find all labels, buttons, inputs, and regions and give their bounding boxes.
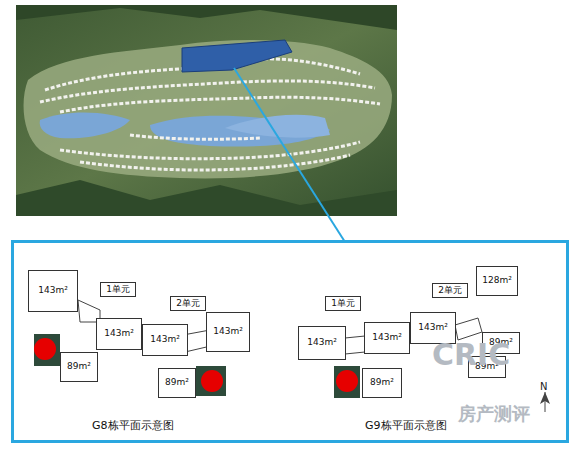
area-label: 143m²: [372, 333, 402, 343]
stairwell: [34, 334, 360, 398]
lake: [225, 115, 330, 138]
area-label: 89m²: [67, 362, 91, 372]
unit-name: 2单元: [438, 286, 462, 296]
area-label: 143m²: [150, 335, 180, 345]
caption: G9栋平面示意图: [365, 420, 447, 432]
apartment-unit: 89m²: [60, 352, 98, 382]
unit-label-box: 1单元: [325, 296, 361, 311]
corridor: [78, 300, 482, 354]
apartment-unit: 143m²: [364, 322, 410, 354]
detail-frame: [13, 242, 568, 442]
unit-label-box: 2单元: [170, 296, 206, 311]
mountain: [16, 180, 397, 216]
apartment-unit: 89m²: [158, 368, 196, 398]
area-label: 89m²: [370, 378, 394, 388]
caption: G8栋平面示意图: [92, 420, 174, 432]
building-rows: [40, 59, 380, 170]
unit-name: 1单元: [331, 299, 355, 309]
unit-name: 2单元: [176, 299, 200, 309]
leader-line: [234, 68, 345, 242]
area-label: 89m²: [165, 378, 189, 388]
apartment-unit: 143m²: [298, 326, 346, 360]
watermark: CRIC: [432, 338, 510, 371]
compass-letter: N: [540, 381, 547, 392]
apartment-unit: 143m²: [142, 324, 188, 356]
marker-dot: [34, 338, 358, 392]
lake: [150, 116, 330, 147]
area-label: 143m²: [418, 323, 448, 333]
lake: [40, 112, 130, 138]
apartment-unit: 143m²: [206, 312, 250, 352]
aerial-map: [16, 5, 397, 216]
apartment-unit: 143m²: [96, 318, 142, 350]
highlight-area: [182, 40, 292, 72]
unit-name: 1单元: [106, 285, 130, 295]
apartment-unit: 89m²: [362, 368, 402, 398]
area-label: 128m²: [482, 276, 512, 286]
development-area: [24, 40, 392, 178]
apartment-unit: 128m²: [476, 266, 518, 296]
unit-label-box: 2单元: [432, 283, 468, 298]
apartment-unit: 143m²: [28, 270, 78, 312]
area-label: 143m²: [38, 286, 68, 296]
mountain: [16, 5, 397, 30]
compass: [540, 392, 550, 412]
area-label: 143m²: [307, 338, 337, 348]
watermark: 房产测评: [458, 404, 530, 424]
area-label: 143m²: [104, 329, 134, 339]
unit-label-box: 1单元: [100, 282, 136, 297]
area-label: 143m²: [213, 327, 243, 337]
